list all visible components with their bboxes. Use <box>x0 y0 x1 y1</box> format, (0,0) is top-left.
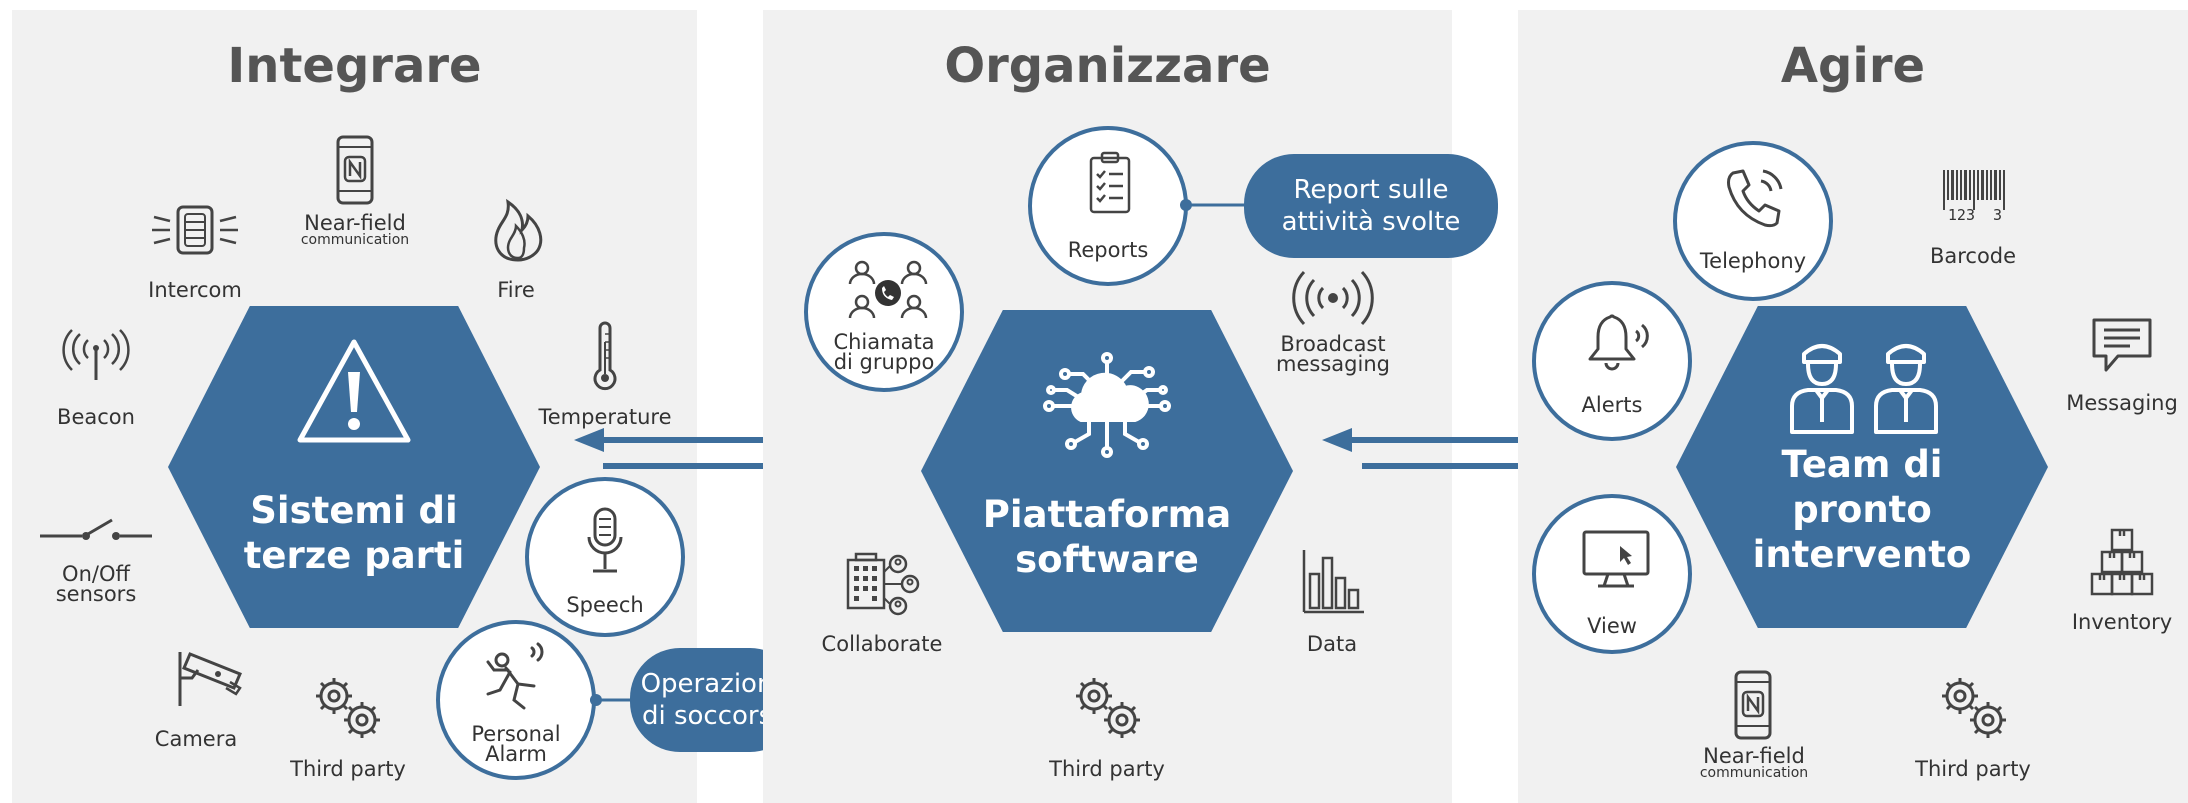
barcode-icon: 123 3 <box>1941 170 2009 228</box>
falling-person-icon <box>486 642 544 710</box>
label-third-party: Third party <box>1049 757 1165 781</box>
message-icon <box>2092 318 2152 372</box>
label-alerts: Alerts <box>1581 393 1643 417</box>
monitor-icon <box>1582 530 1650 588</box>
circle-reports: Reports <box>1028 126 1188 286</box>
circle-chiamata-gruppo: Chiamata di gruppo <box>804 232 964 392</box>
bar-chart-icon <box>1302 550 1364 614</box>
hex-text-line2: terze parti <box>243 534 465 577</box>
label-near-field: Near-field <box>304 211 406 235</box>
barcode-digits: 123 3 <box>1947 206 2003 224</box>
pill-line1: Report sulle <box>1293 175 1449 205</box>
hex-text-line1: Sistemi di <box>250 489 458 532</box>
label-third-party: Third party <box>290 757 406 781</box>
hex-piattaforma-software: Piattaforma software <box>921 310 1293 632</box>
security-guards-icon <box>1790 344 1938 434</box>
gears-icon <box>1942 678 2006 738</box>
label-reports: Reports <box>1067 238 1149 262</box>
label-onoff-1: On/Off <box>62 562 130 586</box>
label-inventory: Inventory <box>2071 610 2173 634</box>
panel-title-agire: Agire <box>1780 38 1926 94</box>
intercom-icon <box>152 205 238 255</box>
label-messaging: Messaging <box>2066 391 2178 415</box>
pill-line2: attività svolte <box>1281 207 1461 237</box>
hex-team-pronto-intervento: Team di pronto intervento <box>1676 306 2048 628</box>
clipboard-icon <box>1089 151 1131 214</box>
label-personal-alarm-2: Alarm <box>485 742 547 766</box>
circle-speech: Speech <box>525 477 685 637</box>
label-temperature: Temperature <box>538 405 672 429</box>
label-telephony: Telephony <box>1699 249 1807 273</box>
broadcast-icon <box>1292 270 1374 326</box>
label-speech: Speech <box>566 593 644 617</box>
bell-icon <box>1588 314 1649 371</box>
label-fire: Fire <box>497 278 535 302</box>
switch-icon <box>40 518 152 540</box>
nfc-phone-icon <box>1734 670 1772 740</box>
label-barcode: Barcode <box>1929 244 2017 268</box>
reports-connector <box>1180 199 1250 211</box>
label-onoff-2: sensors <box>55 582 137 606</box>
label-chiamata-2: di gruppo <box>833 350 935 374</box>
gears-icon <box>316 678 380 738</box>
label-intercom: Intercom <box>148 278 242 302</box>
label-beacon: Beacon <box>57 405 135 429</box>
thermometer-icon <box>593 321 617 391</box>
label-third-party: Third party <box>1915 757 2031 781</box>
warning-icon <box>297 339 411 443</box>
hex-text-line1: Team di <box>1781 443 1943 486</box>
label-near-field: Near-field <box>1703 744 1805 768</box>
circle-personal-alarm: Personal Alarm <box>436 620 596 780</box>
hex-text-line1: Piattaforma <box>982 493 1232 536</box>
group-call-icon <box>848 260 928 319</box>
panel-title-integrare: Integrare <box>227 38 482 94</box>
hex-text-line2: software <box>1015 538 1199 581</box>
microphone-icon <box>587 507 623 573</box>
pill-report-attivita: Report sulle attività svolte <box>1244 154 1498 258</box>
circle-telephony: Telephony <box>1673 141 1833 301</box>
label-personal-alarm-1: Personal <box>471 722 561 746</box>
boxes-icon <box>2090 528 2154 596</box>
hex-text-line3: intervento <box>1752 533 1972 576</box>
hex-sistemi-terze-parti: Sistemi di terze parti <box>168 306 540 628</box>
label-view: View <box>1587 614 1637 638</box>
label-collaborate: Collaborate <box>821 632 943 656</box>
collaborate-icon <box>846 552 920 616</box>
label-data: Data <box>1306 632 1358 656</box>
label-near-field-sub: communication <box>1699 765 1809 781</box>
phone-icon <box>1727 169 1783 228</box>
label-chiamata-1: Chiamata <box>833 330 935 354</box>
camera-icon <box>178 652 242 706</box>
gears-icon <box>1076 678 1140 738</box>
label-near-field-sub: communication <box>300 232 410 248</box>
cloud-network-icon <box>1043 352 1171 458</box>
label-camera: Camera <box>154 727 238 751</box>
beacon-icon <box>62 329 130 380</box>
label-broadcast-2: messaging <box>1276 352 1390 376</box>
label-broadcast-1: Broadcast <box>1280 332 1386 356</box>
hex-text-line2: pronto <box>1792 488 1932 531</box>
circle-alerts: Alerts <box>1532 281 1692 441</box>
circle-view: View <box>1532 494 1692 654</box>
fire-icon <box>494 198 543 262</box>
nfc-phone-icon <box>336 135 374 205</box>
panel-title-organizzare: Organizzare <box>944 38 1271 94</box>
